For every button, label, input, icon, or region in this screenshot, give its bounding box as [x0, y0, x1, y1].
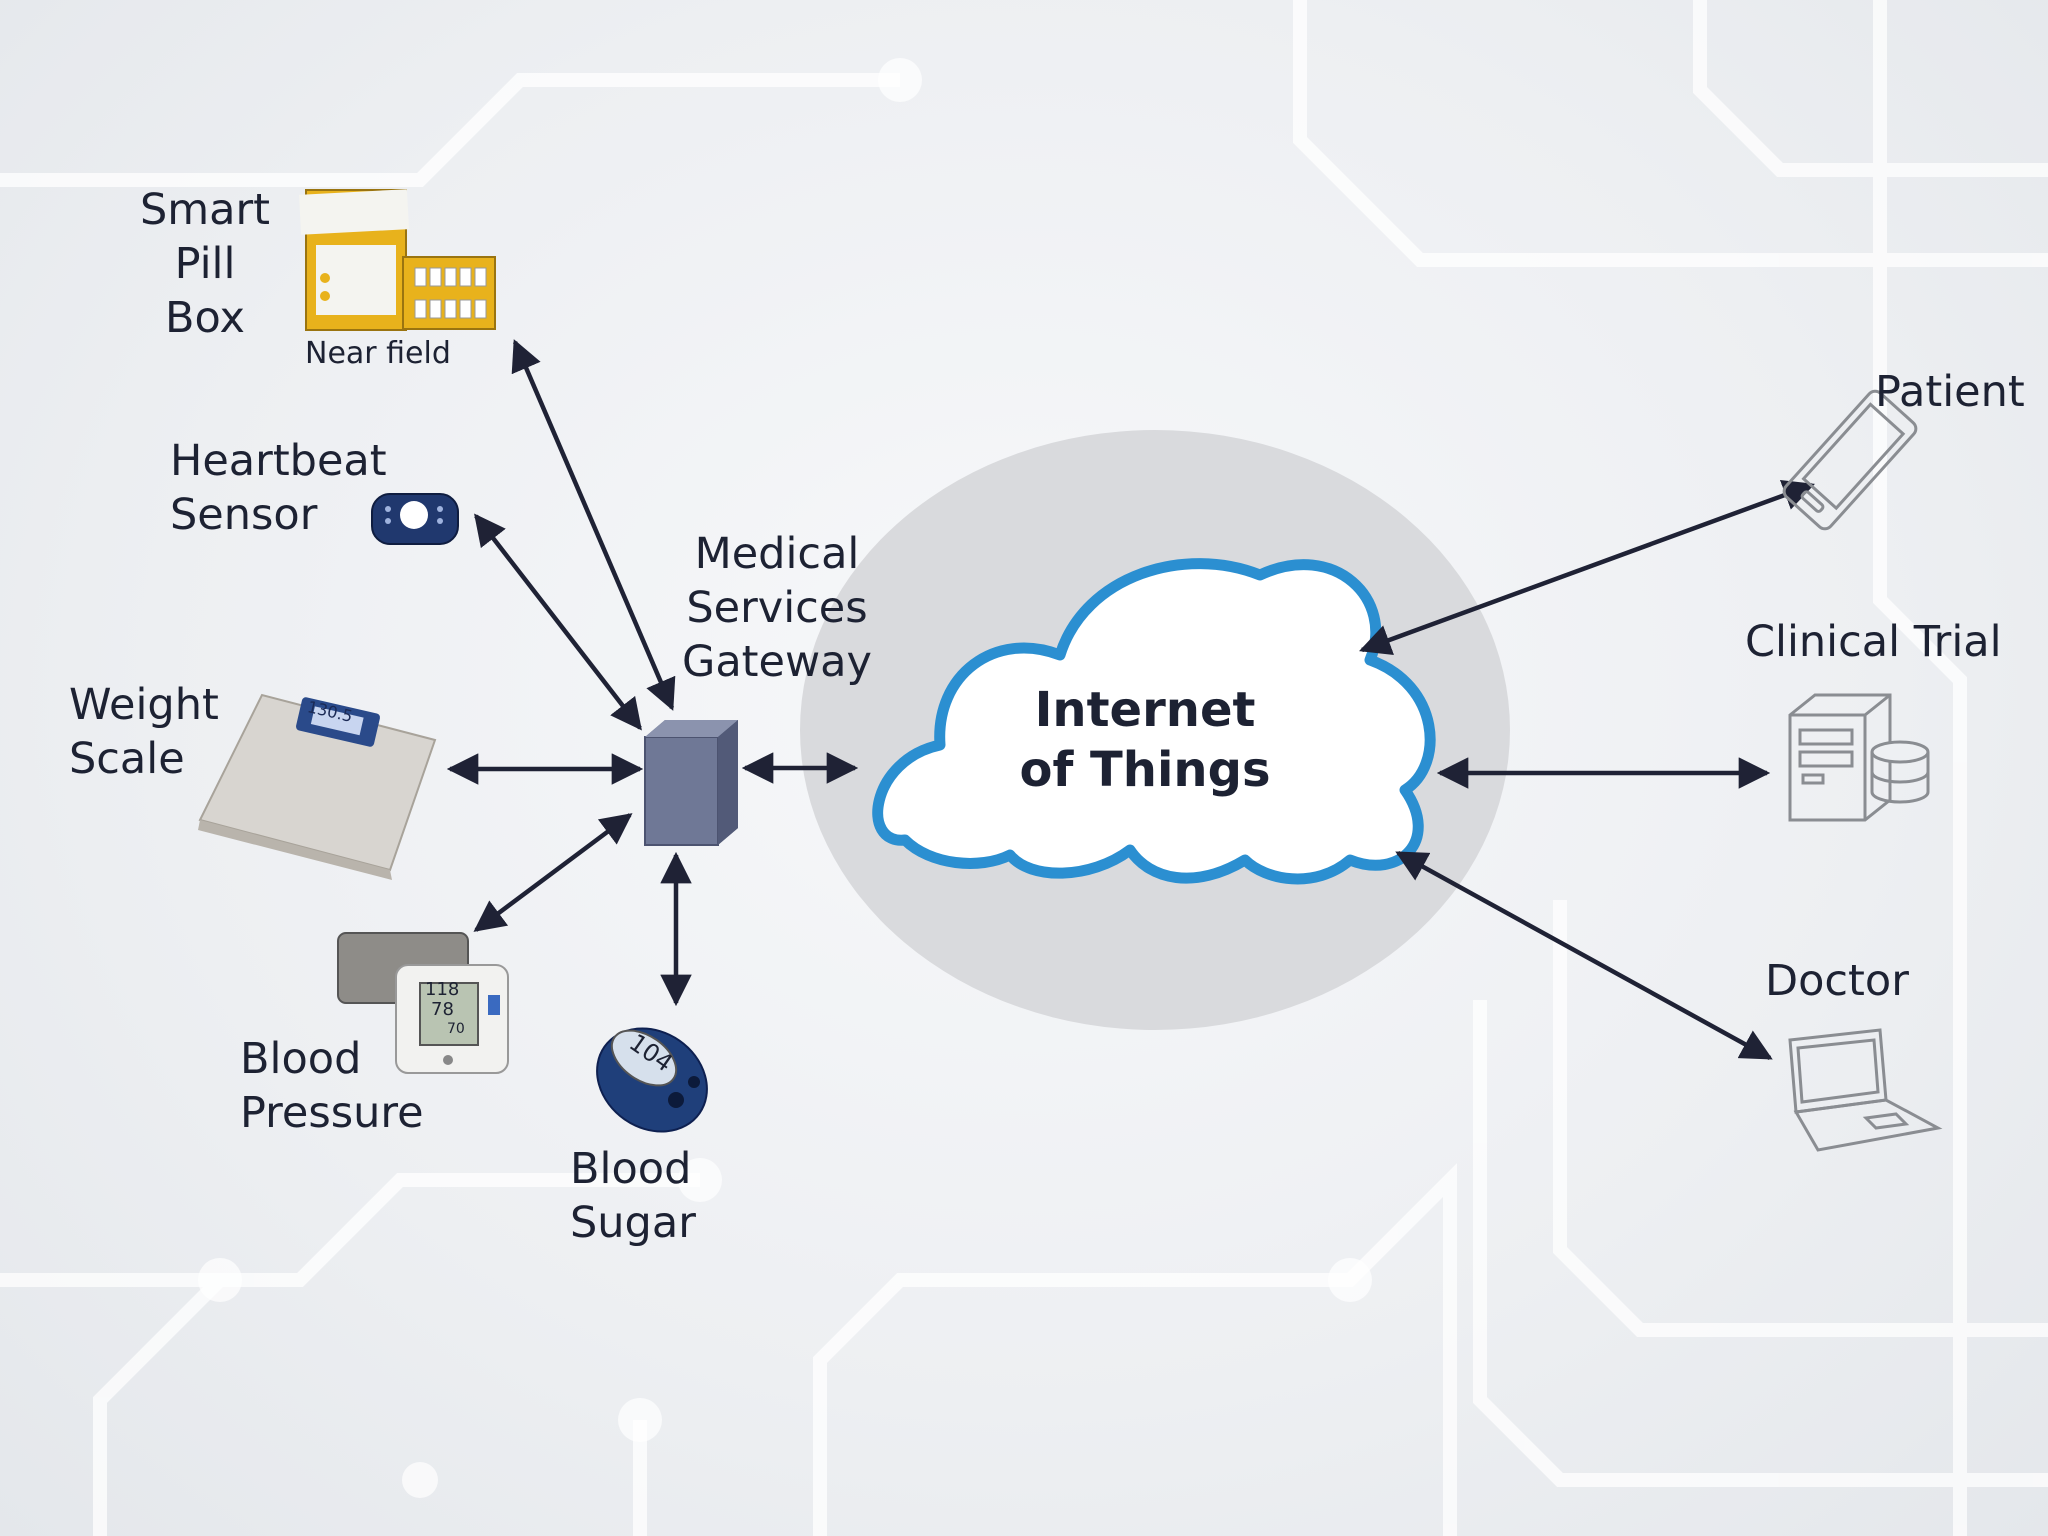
blood-sugar-label: Blood Sugar — [570, 1144, 696, 1248]
heartbeat-label: Heartbeat Sensor — [170, 436, 387, 540]
arrow-cloud-patient — [1359, 479, 1815, 656]
arrow-heartbeat-gateway — [474, 513, 642, 731]
bp-reading-2: 78 — [431, 999, 454, 1020]
patient-label: Patient — [1875, 367, 2025, 417]
blood-pressure-label: Blood Pressure — [240, 1034, 424, 1138]
arrow-bp-gateway — [473, 813, 633, 932]
bp-reading-1: 118 — [425, 979, 460, 1000]
cloud-title-line1: Internet — [1034, 682, 1256, 738]
pill-box-label: Smart Pill Box — [139, 185, 271, 343]
near-field-note: Near field — [305, 336, 451, 371]
gateway-label: Medical Services Gateway — [682, 529, 872, 687]
arrow-cloud-doctor — [1395, 851, 1773, 1060]
doctor-label: Doctor — [1765, 956, 1909, 1006]
cloud-title-line2: of Things — [1019, 742, 1271, 798]
weight-scale-label: Weight Scale — [69, 680, 219, 784]
bp-reading-3: 70 — [447, 1021, 465, 1037]
clinical-trial-label: Clinical Trial — [1745, 617, 2002, 667]
